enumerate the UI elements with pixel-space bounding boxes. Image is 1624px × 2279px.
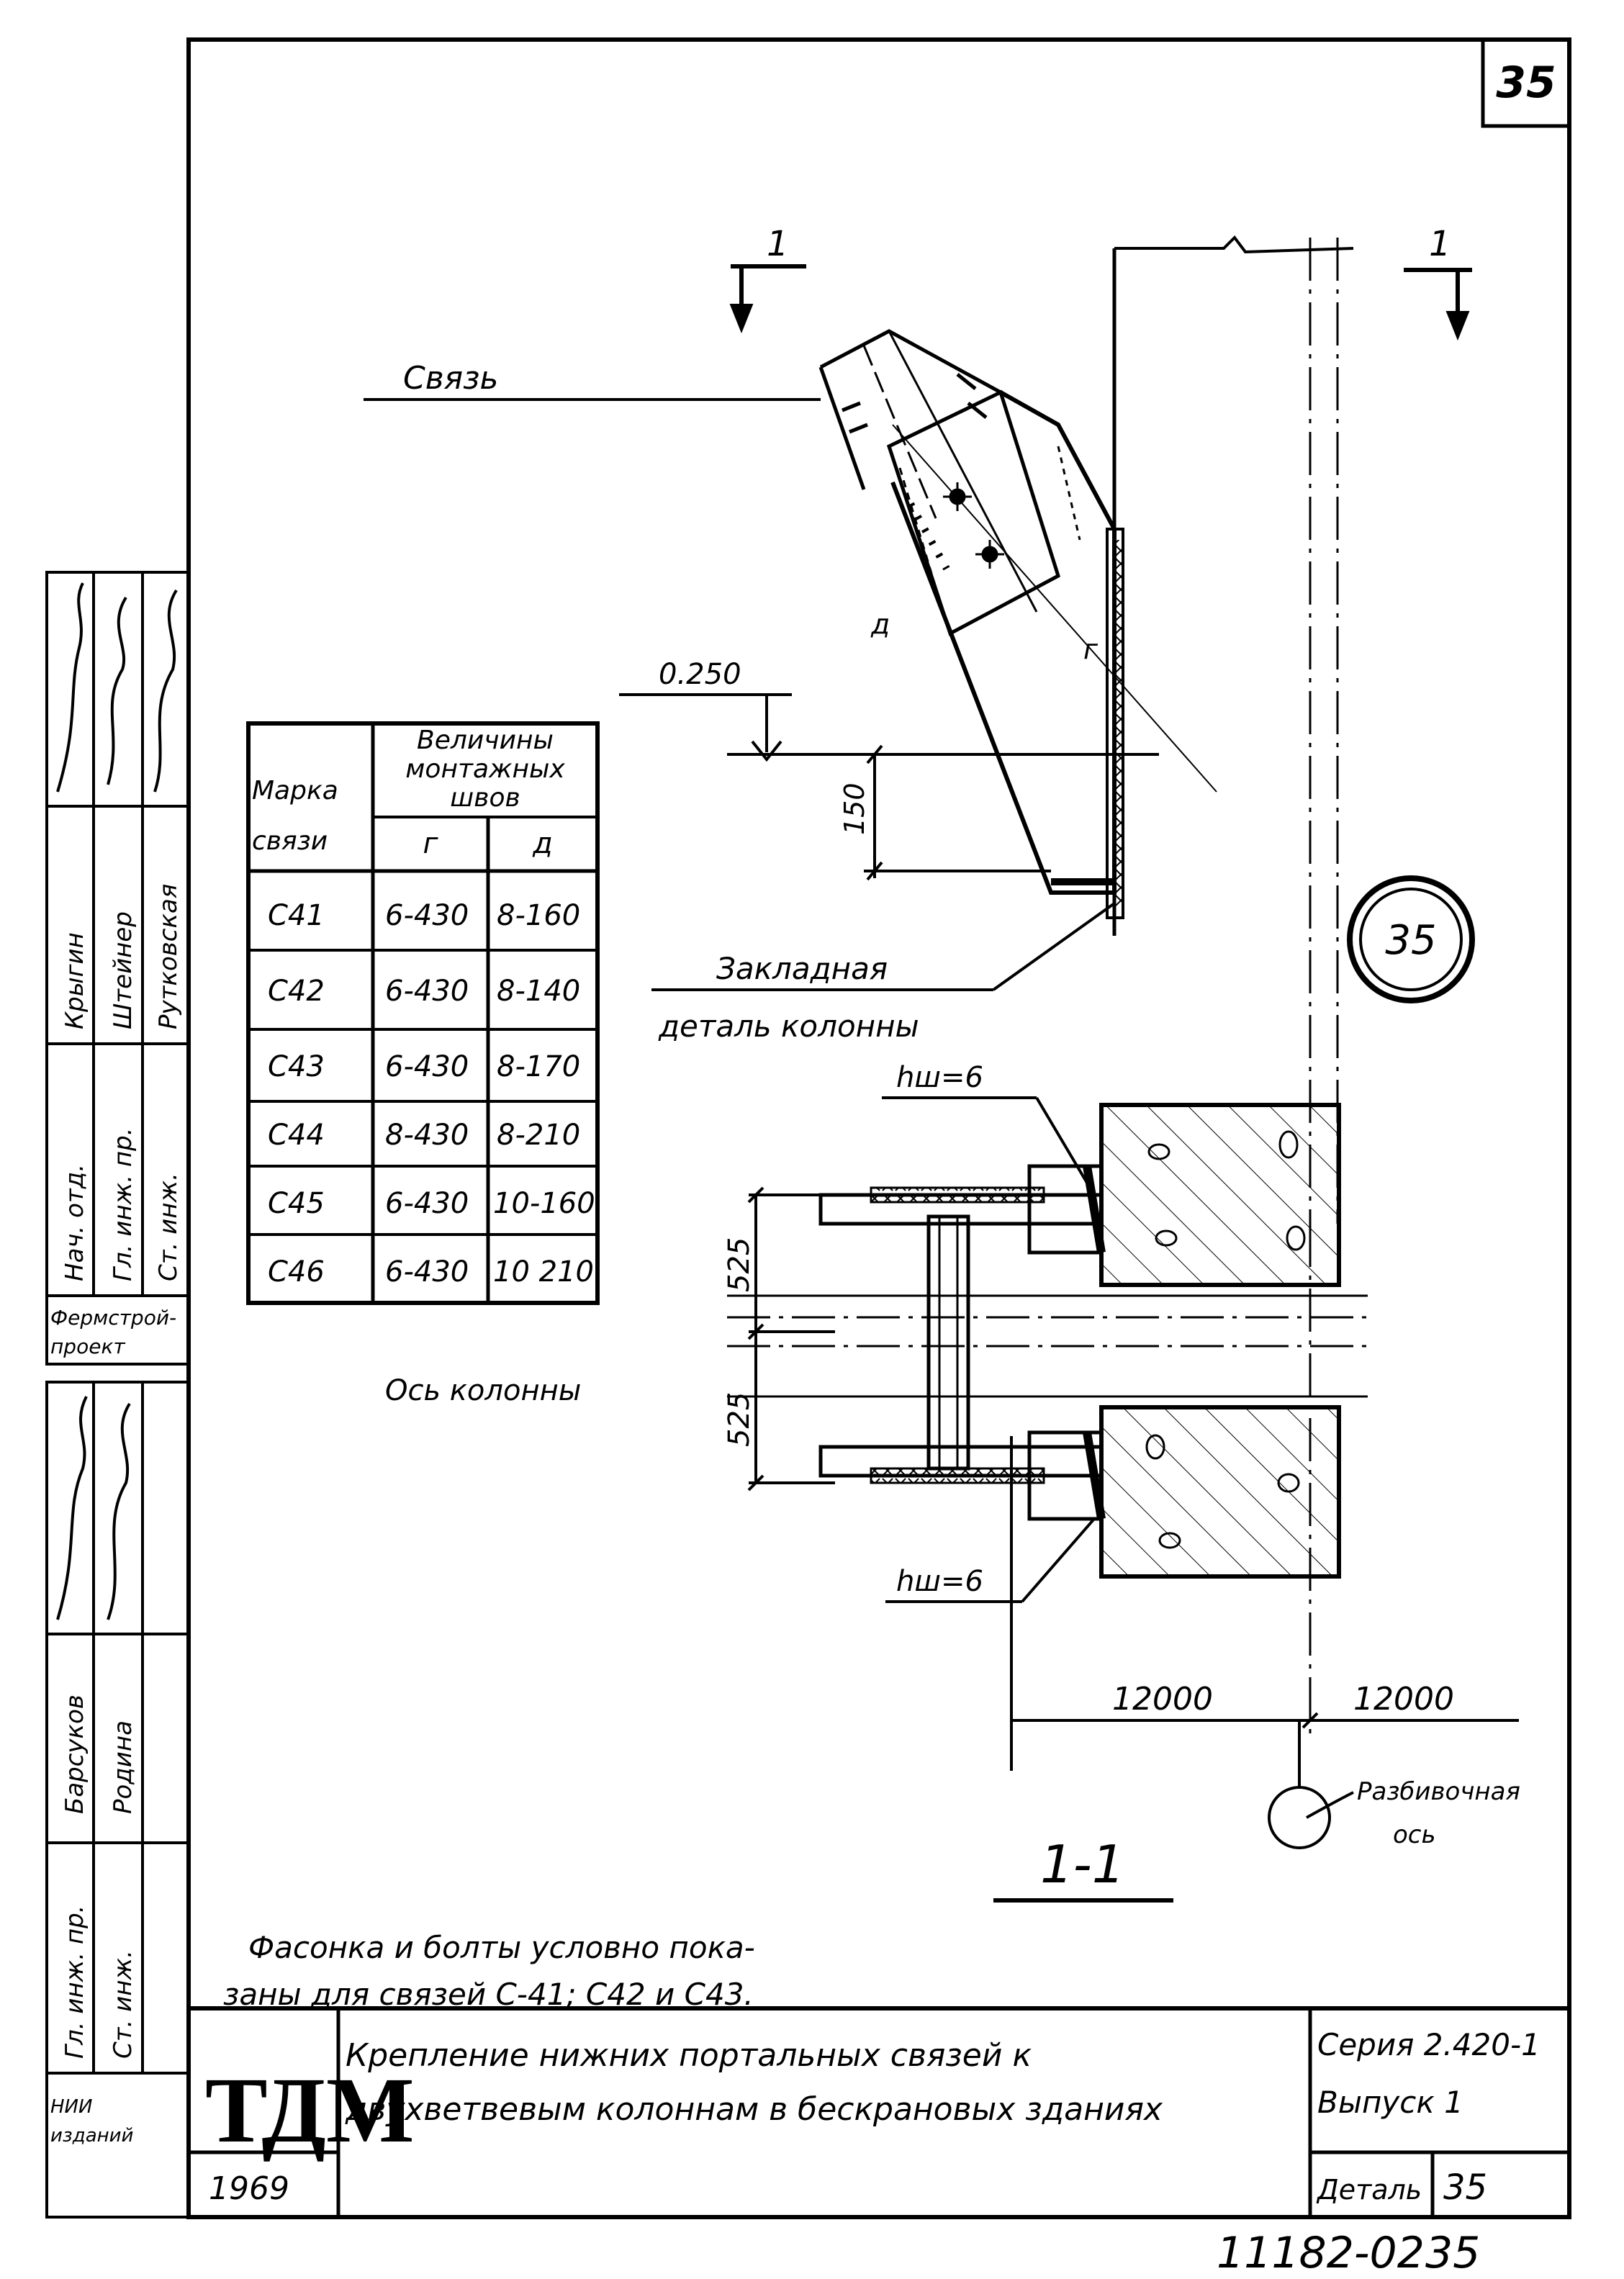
- row-mark: С42: [268, 975, 325, 1008]
- name-barsukov: Барсуков: [60, 1694, 89, 1814]
- span-dimension: [1010, 1224, 1519, 1849]
- row-mark: С43: [268, 1050, 325, 1083]
- sheet-number-box: 35: [1481, 37, 1571, 128]
- title-line1: Крепление нижних портальных связей к: [346, 2037, 1032, 2074]
- name-shteiner: Штейнер: [109, 911, 137, 1029]
- note-line1: Фасонка и болты условно пока-: [248, 1930, 755, 1965]
- weld-bottom-label: hш=6: [896, 1565, 983, 1598]
- title-block: [189, 2008, 1569, 2217]
- aggregate-marks: [1145, 1130, 1306, 1549]
- row-g: 6-430: [385, 1255, 469, 1289]
- row-g: 6-430: [385, 899, 469, 932]
- row-d: 10-160: [493, 1187, 595, 1220]
- org-line2: проект: [50, 1335, 125, 1358]
- side-stamp-text: Нач. отд. Гл. инж. пр. Ст. инж. Крыгин Ш…: [50, 884, 183, 2147]
- signatures-top: [56, 582, 178, 793]
- row-d: 10 210: [493, 1255, 594, 1289]
- role-chief-eng-2: Гл. инж. пр.: [60, 1905, 89, 2059]
- year: 1969: [209, 2170, 289, 2207]
- note-line2: заны для связей С-41; С42 и С43.: [223, 1977, 754, 2012]
- role-chief-eng: Гл. инж. пр.: [109, 1128, 137, 1281]
- table-sub-d: д: [532, 827, 553, 860]
- row-g: 6-430: [385, 1050, 469, 1083]
- concrete-column-top: [1099, 1103, 1341, 1287]
- sheet-number: 35: [1496, 58, 1556, 108]
- detail-circle-text: 35: [1385, 917, 1436, 964]
- institute-line2: изданий: [50, 2125, 133, 2147]
- span-right: 12000: [1353, 1681, 1454, 1718]
- weld-d-label: д: [870, 608, 890, 640]
- signatures-bottom: [56, 1396, 131, 1620]
- concrete-column-bottom: [1099, 1405, 1341, 1579]
- column-upper: [1106, 235, 1354, 1224]
- span-left: 12000: [1112, 1681, 1213, 1718]
- detail-label: Деталь: [1316, 2174, 1422, 2206]
- section-mark-left: [729, 264, 806, 334]
- role-senior-eng-2: Ст. инж.: [109, 1950, 137, 2059]
- org-line1: Фермстрой-: [50, 1306, 176, 1330]
- table-header-values-3: швов: [450, 783, 520, 813]
- row-d: 8-210: [497, 1119, 580, 1152]
- row-d: 8-170: [497, 1050, 580, 1083]
- table-header-values-1: Величины: [417, 726, 554, 755]
- layout-axis-2: ось: [1393, 1820, 1436, 1849]
- dim-525: [747, 1186, 835, 1491]
- row-g: 6-430: [385, 975, 469, 1008]
- name-rutkovskaya: Рутковская: [154, 884, 183, 1029]
- elevation-text: 0.250: [659, 658, 741, 691]
- section-title: 1-1: [1040, 1834, 1125, 1895]
- institute-line1: НИИ: [50, 2096, 92, 2118]
- brace-channels: [818, 1164, 1106, 1521]
- weld-table-text: Марка связи Величины монтажных швов г д …: [252, 726, 595, 1289]
- name-rodina: Родина: [109, 1720, 137, 1814]
- row-d: 8-140: [497, 975, 580, 1008]
- table-header-mark-1: Марка: [252, 776, 338, 805]
- dim-525-bottom: 525: [723, 1392, 756, 1447]
- table-sub-g: г: [423, 827, 438, 860]
- axis-horizontal: [727, 1294, 1368, 1398]
- row-g: 8-430: [385, 1119, 469, 1152]
- row-mark: С45: [268, 1187, 325, 1220]
- row-mark: С46: [268, 1255, 325, 1289]
- table-header-values-2: монтажных: [405, 754, 565, 784]
- series: Серия 2.420-1: [1317, 2027, 1540, 2062]
- role-senior-eng: Ст. инж.: [154, 1173, 183, 1281]
- weld-g-label: г: [1083, 633, 1099, 665]
- dim-525-top: 525: [723, 1237, 756, 1292]
- row-mark: С41: [268, 899, 325, 932]
- brace-label: Связь: [403, 360, 498, 397]
- embedded-label-1: Закладная: [716, 951, 888, 986]
- side-stamp: [45, 571, 190, 2219]
- row-g: 6-430: [385, 1187, 469, 1220]
- issue: Выпуск 1: [1317, 2085, 1463, 2120]
- elevation-mark: [619, 693, 1159, 881]
- dim-150: 150: [839, 782, 870, 835]
- brace-member: [818, 329, 1217, 793]
- weld-top-label: hш=6: [896, 1061, 983, 1094]
- weld-table: [246, 721, 600, 1305]
- row-d: 8-160: [497, 899, 580, 932]
- title-line2: двухветвевым колоннам в бескрановых здан…: [345, 2091, 1163, 2128]
- layout-axis-1: Разбивочная: [1357, 1777, 1520, 1806]
- footer-code: 11182-02: [1217, 2228, 1425, 2278]
- column-axis-label: Ось колонны: [385, 1374, 581, 1407]
- detail-reference-circle: 35: [1347, 875, 1475, 1003]
- section-mark-right: [1404, 268, 1472, 341]
- section-mark-left-text: 1: [767, 224, 789, 264]
- role-head-of-dept: Нач. отд.: [60, 1164, 89, 1281]
- name-krygin: Крыгин: [60, 932, 89, 1029]
- section-mark-right-text: 1: [1429, 224, 1451, 264]
- table-header-mark-2: связи: [252, 826, 328, 856]
- row-mark: С44: [268, 1119, 325, 1152]
- gusset-plate: [890, 390, 1116, 895]
- logo: ТДМ: [205, 2059, 415, 2162]
- title-block-text: ТДМ 1969 Крепление нижних портальных свя…: [205, 2027, 1540, 2208]
- embedded-label-2: деталь колонны: [658, 1008, 919, 1044]
- footer-page: 35: [1425, 2228, 1480, 2278]
- detail-number: 35: [1443, 2167, 1487, 2208]
